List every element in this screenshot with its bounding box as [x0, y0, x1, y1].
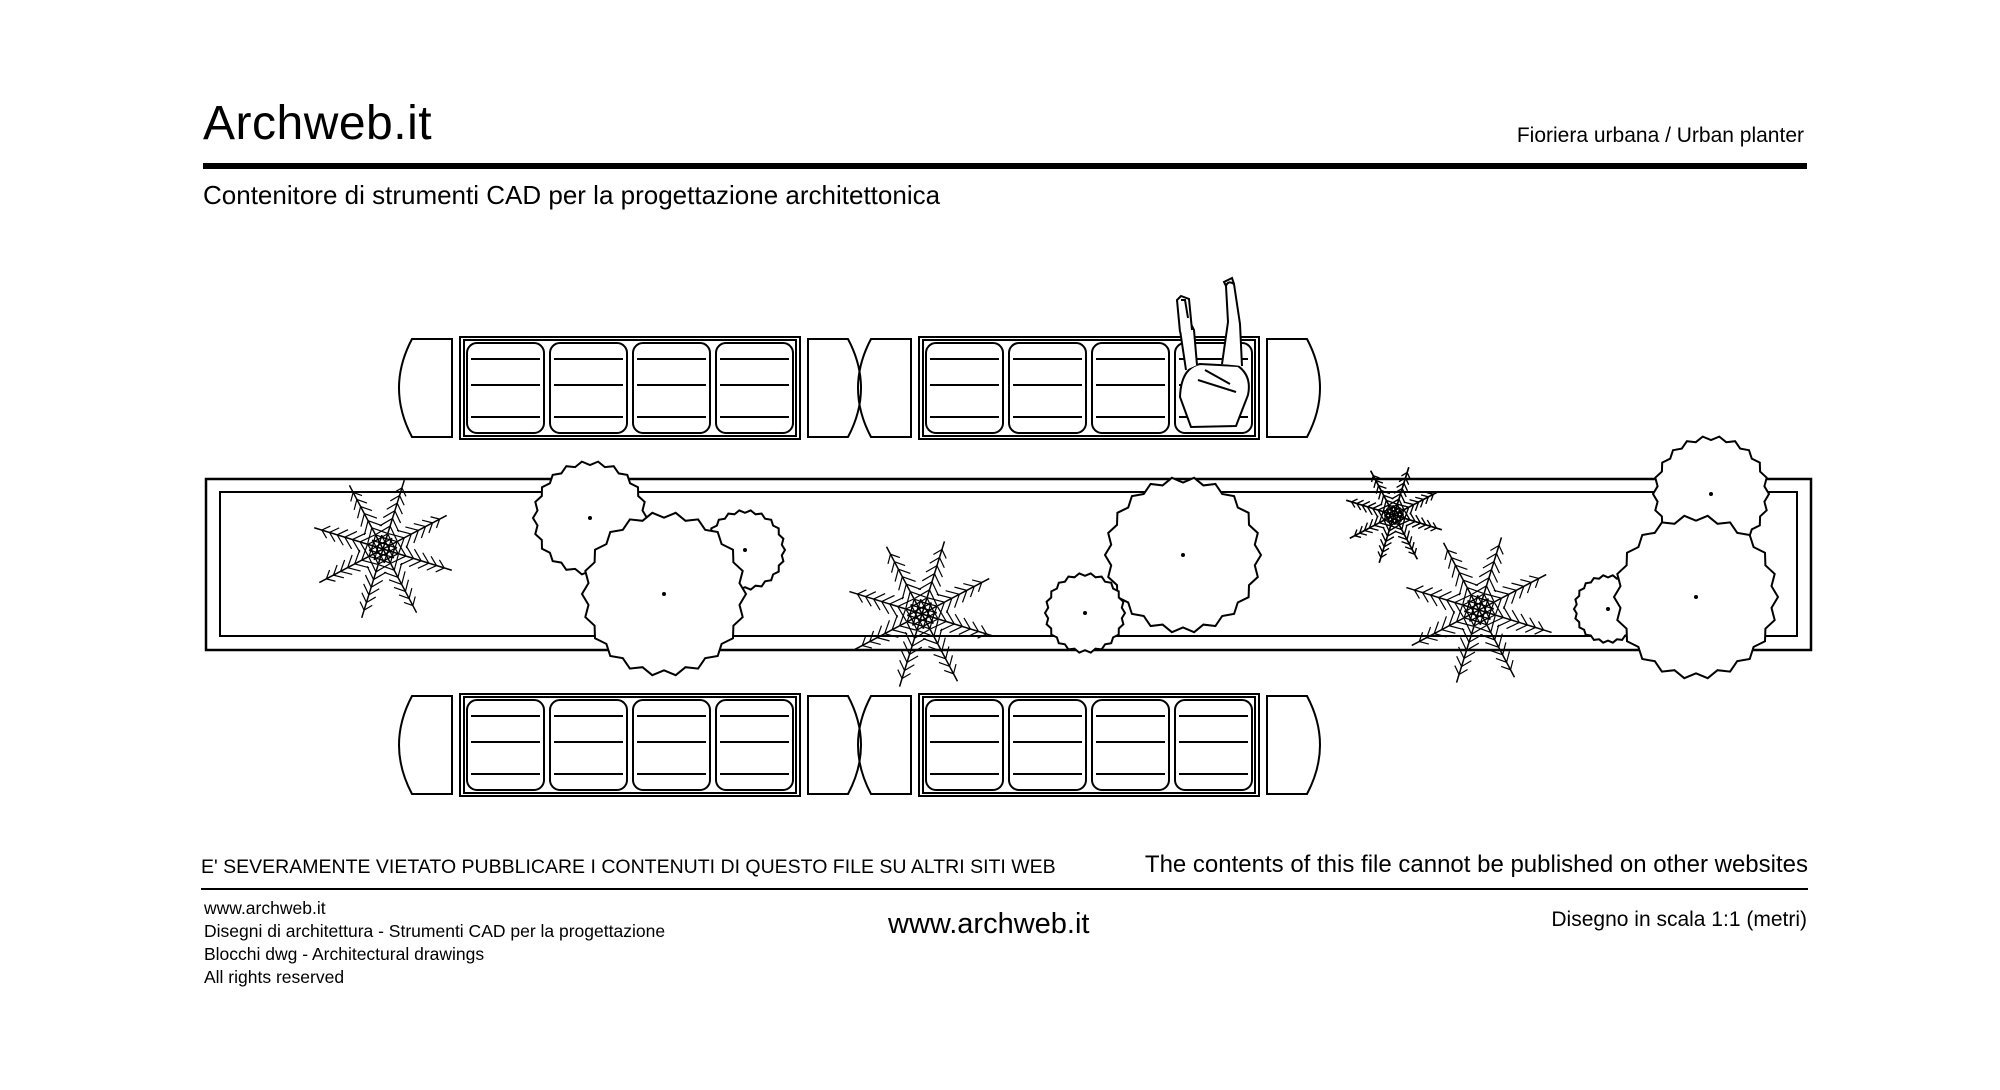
benches — [398, 336, 1321, 797]
brand-logo: Archweb.it — [203, 97, 433, 150]
footer-line: www.archweb.it — [204, 898, 326, 918]
warning-english: The contents of this file cannot be publ… — [1144, 851, 1808, 878]
footer-rule — [201, 888, 1808, 890]
shrub — [1103, 476, 1263, 634]
palm — [1346, 467, 1442, 563]
shrub — [1612, 514, 1780, 680]
bench — [857, 336, 1321, 440]
shrub — [1043, 572, 1127, 654]
warning-italian: E' SEVERAMENTE VIETATO PUBBLICARE I CONT… — [201, 856, 1056, 878]
footer-line: All rights reserved — [204, 967, 345, 987]
footer-line: Blocchi dwg - Architectural drawings — [204, 944, 485, 964]
palm — [849, 541, 995, 687]
subtitle: Contenitore di strumenti CAD per la prog… — [203, 180, 941, 210]
palm — [1406, 537, 1552, 683]
person-figure — [1175, 276, 1250, 429]
scale-note: Disegno in scala 1:1 (metri) — [1551, 908, 1807, 931]
header-rule — [203, 163, 1807, 169]
plants — [313, 435, 1780, 687]
bench — [857, 693, 1321, 797]
footer-line: Disegni di architettura - Strumenti CAD … — [204, 921, 666, 941]
site-url[interactable]: www.archweb.it — [888, 908, 1090, 940]
drawing-title: Fioriera urbana / Urban planter — [1516, 124, 1804, 147]
palm — [313, 479, 453, 619]
bench — [398, 336, 862, 440]
planter-box — [204, 477, 1813, 652]
shrub — [580, 511, 748, 677]
bench — [398, 693, 862, 797]
